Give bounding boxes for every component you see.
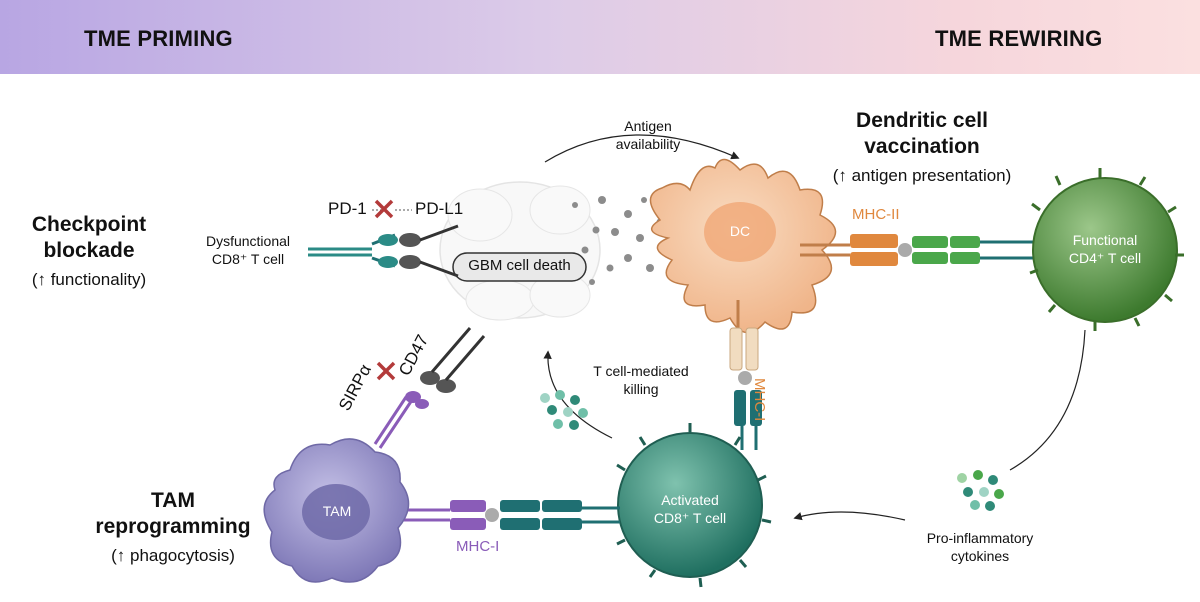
mhc2-tcr-complex bbox=[800, 234, 1035, 266]
mhc1-tam-complex bbox=[400, 500, 620, 530]
sirpa-cd47-synapse bbox=[373, 327, 486, 449]
phase-banner: TME PRIMING TME REWIRING bbox=[0, 0, 1200, 74]
gbm-cell-cloud bbox=[439, 181, 601, 321]
dc-label: DC bbox=[729, 223, 751, 239]
mhc1-dc-label: MHC-I bbox=[751, 378, 768, 422]
checkpoint-title-line2: blockade bbox=[43, 239, 135, 263]
checkpoint-title-line1: Checkpoint bbox=[31, 213, 147, 236]
antigen-line1: Antigen bbox=[624, 118, 672, 134]
checkpoint-synapse bbox=[308, 199, 459, 278]
antigen-availability-label: Antigen availability bbox=[598, 118, 698, 153]
cytokines-label: Pro-inflammatory cytokines bbox=[910, 530, 1050, 565]
gbm-label-pill bbox=[452, 252, 587, 282]
cytokines-line2: cytokines bbox=[950, 547, 1010, 564]
killing-line1: T cell-mediated bbox=[593, 363, 689, 379]
tam-cell bbox=[263, 438, 410, 583]
tme-rewiring-title: TME REWIRING bbox=[935, 26, 1103, 51]
cytokines-line1: Pro-inflammatory bbox=[926, 530, 1034, 546]
checkpoint-blockade-label: Checkpoint blockade (↑ functionality) bbox=[6, 212, 172, 290]
pd1-label: PD-1 bbox=[328, 199, 367, 218]
gbm-cell-death-label: GBM cell death bbox=[468, 257, 571, 274]
cytokine-arrow-lower bbox=[793, 511, 906, 521]
dc-cell bbox=[649, 158, 837, 334]
antigen-availability-arrow bbox=[544, 134, 740, 163]
functional-line1: Functional bbox=[1072, 232, 1138, 248]
proinflammatory-cytokine-cluster bbox=[957, 470, 1004, 511]
tam-title-line2: reprogramming bbox=[95, 515, 251, 539]
dc-vaccination-title-line2: vaccination bbox=[864, 135, 980, 159]
mhc1-tam-label: MHC-I bbox=[456, 538, 500, 555]
dysfunctional-cd8-label: Dysfunctional CD8⁺ T cell bbox=[192, 233, 304, 268]
mhc1-dc-complex bbox=[729, 300, 762, 450]
cd8-activated-cell bbox=[616, 423, 772, 588]
dysfunctional-line2: CD8⁺ T cell bbox=[211, 250, 285, 267]
activated-line2: CD8⁺ T cell bbox=[653, 509, 727, 526]
tam-title-line1: TAM bbox=[151, 489, 195, 512]
cd4-cell bbox=[1029, 168, 1184, 331]
dc-vaccination-title-line1: Dendritic cell bbox=[856, 109, 988, 132]
tam-reprogramming-label: TAM reprogramming (↑ phagocytosis) bbox=[88, 488, 258, 566]
killing-label: T cell-mediated killing bbox=[578, 363, 704, 398]
tam-effect: (↑ phagocytosis) bbox=[111, 545, 235, 565]
pdl1-label: PD-L1 bbox=[415, 199, 464, 218]
killing-cytokine-cluster bbox=[540, 390, 588, 430]
killing-arrow bbox=[543, 350, 613, 439]
dc-vaccination-label: Dendritic cell vaccination (↑ antigen pr… bbox=[802, 108, 1042, 186]
antigen-line2: availability bbox=[615, 135, 681, 152]
killing-line2: killing bbox=[623, 380, 659, 397]
dysfunctional-line1: Dysfunctional bbox=[205, 233, 291, 249]
activated-cd8-label: Activated CD8⁺ T cell bbox=[635, 492, 745, 527]
dc-vaccination-effect: (↑ antigen presentation) bbox=[832, 165, 1012, 185]
functional-cd4-label: Functional CD4⁺ T cell bbox=[1050, 232, 1160, 267]
tme-priming-title: TME PRIMING bbox=[84, 26, 233, 51]
cytokine-arrow-upper bbox=[1009, 329, 1086, 471]
activated-line1: Activated bbox=[661, 492, 719, 508]
tam-label: TAM bbox=[322, 503, 352, 519]
checkpoint-effect: (↑ functionality) bbox=[31, 269, 147, 289]
mhc2-label: MHC-II bbox=[852, 206, 900, 223]
functional-line2: CD4⁺ T cell bbox=[1068, 249, 1142, 266]
